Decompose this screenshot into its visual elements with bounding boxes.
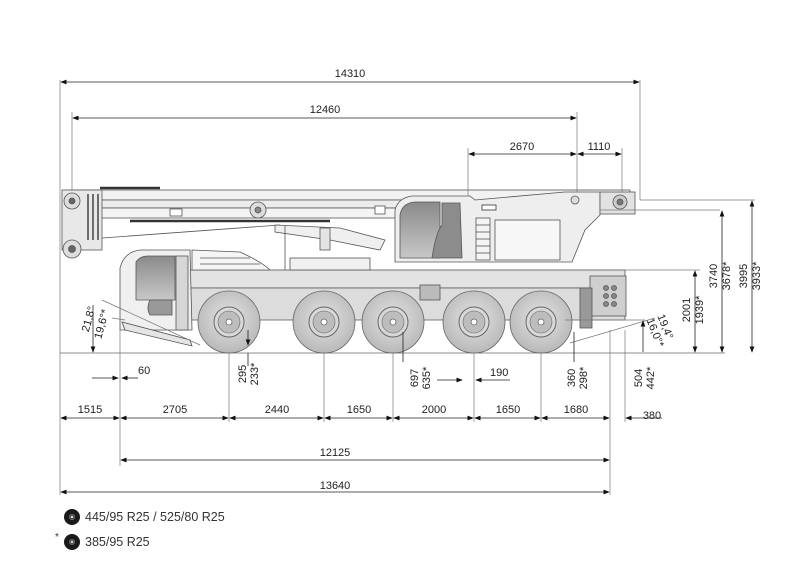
dim-rear-clearance: 504 — [633, 369, 645, 387]
dim-rear-clearance-alt: 442* — [645, 366, 657, 389]
dim-axle-spacing: 2000 — [422, 404, 446, 416]
dim-total-height-alt: 3933* — [751, 261, 763, 290]
dim-ground-clearance-5: 360 — [566, 369, 578, 387]
superstructure — [394, 191, 636, 263]
dimension-labels: 14310 12460 2670 1110 3995 3933* 3740 36… — [78, 68, 763, 492]
dim-vehicle-length: 13640 — [320, 480, 351, 492]
wheels — [197, 290, 573, 354]
telescopic-boom — [69, 186, 631, 241]
dim-ground-clearance-3: 697 — [409, 369, 421, 387]
wheel — [509, 290, 573, 354]
dimension-lines — [60, 79, 755, 495]
dim-ground-clearance-3-alt: 635* — [421, 366, 433, 389]
legend-item-alt-tires: * 385/95 R25 — [55, 532, 150, 550]
dim-cab-height-alt: 3678* — [721, 261, 733, 290]
boom-head — [61, 189, 103, 259]
dim-chassis-height: 2001 — [681, 298, 693, 322]
wheel — [442, 290, 506, 354]
dim-axle-spacing: 380 — [643, 410, 661, 422]
dim-wheelbase-total: 12125 — [320, 447, 351, 459]
dim-axle-spacing: 1650 — [347, 404, 371, 416]
legend-label: 445/95 R25 / 525/80 R25 — [85, 510, 225, 524]
dim-axle-spacing: 1650 — [496, 404, 520, 416]
dim-axle-spacing: 1515 — [78, 404, 102, 416]
dim-rear-overhang: 1110 — [588, 141, 611, 153]
dim-superstructure-rear: 2670 — [510, 141, 534, 153]
crane-illustration — [61, 186, 636, 354]
dim-axle-spacing: 2705 — [163, 404, 187, 416]
dim-axle-spacing: 2440 — [265, 404, 289, 416]
dim-total-height: 3995 — [738, 264, 750, 288]
wheel — [197, 290, 261, 354]
tire-icon — [64, 509, 80, 525]
wheel — [292, 290, 356, 354]
legend-label: 385/95 R25 — [85, 535, 150, 549]
dim-front-offset: 60 — [138, 365, 150, 377]
legend-item-standard-tires: 445/95 R25 / 525/80 R25 — [64, 509, 225, 525]
dim-axle-spacing: 1680 — [564, 404, 588, 416]
dim-overall-length: 14310 — [335, 68, 366, 80]
dim-ground-clearance-5-alt: 298* — [578, 366, 590, 389]
dim-axle-offset: 190 — [490, 367, 508, 379]
driver-cab — [119, 249, 271, 347]
dim-ground-clearance-1-alt: 233* — [249, 362, 261, 385]
tire-icon — [64, 534, 80, 550]
asterisk-marker: * — [55, 532, 59, 543]
dim-cab-height: 3740 — [708, 264, 720, 288]
wheel — [361, 290, 425, 354]
dim-boom-length: 12460 — [310, 104, 341, 116]
dim-chassis-height-alt: 1939* — [694, 295, 706, 324]
dim-ground-clearance-1: 295 — [237, 365, 249, 383]
extension-lines — [59, 80, 755, 495]
